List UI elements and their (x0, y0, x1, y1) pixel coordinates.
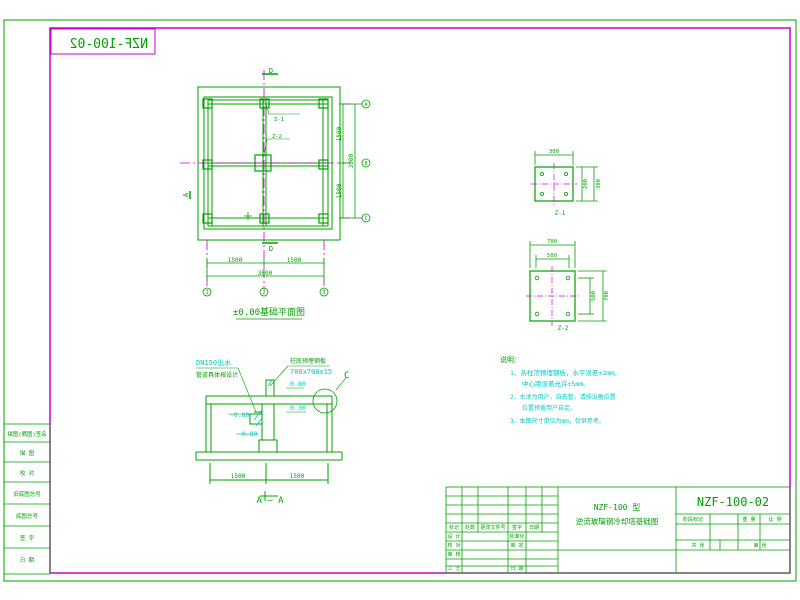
section-dim-left: 1500 (231, 473, 246, 480)
elev-mid: -0.80 (230, 411, 250, 419)
note-2b: 位置预留用户自定。 (522, 404, 576, 412)
axis-b: B (364, 161, 367, 167)
tb-weight-label: 重 量 (742, 516, 755, 523)
dim-3000: 3000 (258, 270, 273, 277)
dim-v2: 1500 (336, 183, 343, 198)
plan-caption: ±0.00基础平面图 (233, 306, 305, 318)
callout-c: C (344, 371, 349, 381)
left-row-2: 描 图 (20, 449, 35, 457)
section-mark-top: D (269, 67, 273, 75)
plan-centerlines (180, 70, 362, 290)
foundation-plan (197, 86, 341, 241)
section-hatch (253, 379, 273, 427)
z1-centerlines (531, 163, 577, 205)
dim-v-total: 3000 (348, 153, 355, 168)
left-row-1: 描图(晒图)签名 (7, 430, 47, 438)
tb-title-line1: NZF-100 型 (594, 503, 641, 512)
tb-stage-label: 阶段标记 (683, 516, 703, 523)
section-dim-right: 1500 (290, 473, 305, 480)
elev-low: -0.80 (238, 430, 258, 438)
left-row-4: 旧底图总号 (13, 490, 41, 498)
tb-m-standard: 标准化 (509, 533, 524, 540)
tb-h-date: 日期 (529, 525, 539, 531)
section-caption: A — A (256, 496, 284, 506)
mirrored-drawing-number: NZF-100-02 (70, 37, 148, 52)
axis-a: A (364, 102, 367, 108)
tb-scale-label: 比 例 (768, 516, 781, 523)
tb-page-label: 第 张 (753, 542, 766, 549)
z1-label: Z-1 (555, 210, 566, 217)
notes: 说明： 1、各柱顶预埋钢板，水平误差±2mm。 中心距误差允许±5mm。 2、水… (500, 355, 621, 425)
left-row-7: 日 期 (20, 557, 35, 564)
dim-1500-left: 1500 (228, 257, 243, 264)
axis-2: 2 (262, 290, 265, 296)
left-row-5: 底图总号 (16, 512, 39, 520)
z1-dim-h: 300 (596, 179, 602, 189)
z2-dim-inner-v: 500 (591, 291, 597, 301)
drawing-border (49, 27, 791, 574)
z1-dim-inner: 200 (583, 179, 589, 189)
notes-heading: 说明： (500, 355, 521, 364)
elev-top: 0.80 (290, 380, 306, 388)
z2-detail (529, 241, 607, 322)
pipe-label: DN150出水 (196, 358, 231, 367)
title-block-grid (445, 486, 791, 574)
axis-1: 1 (205, 290, 208, 296)
z2-label: Z-2 (558, 325, 569, 332)
callout-c-circle (312, 388, 338, 414)
note-3: 3、本图尺寸单位为mm，仅供参考。 (510, 417, 605, 425)
elev-r: 0.30 (290, 404, 306, 412)
left-table (3, 423, 51, 575)
tb-m-approve: 审 定 (510, 542, 523, 549)
plan-leaders (263, 103, 300, 156)
plan-label-z2: Z-2 (272, 134, 282, 140)
tb-h-mark: 标记 (449, 524, 459, 531)
axis-3: 3 (322, 290, 325, 296)
z2-centerlines (526, 266, 579, 326)
left-row-6: 签 字 (20, 534, 35, 542)
outer-frame (3, 19, 797, 582)
section-leaders (196, 365, 347, 435)
section-mark-bottom: D (269, 245, 273, 253)
tb-m-date: 日 期 (510, 566, 523, 572)
section-aa (195, 379, 343, 501)
side-mark: A (182, 192, 190, 197)
pipe-note: 管道具体按设计 (196, 371, 238, 379)
dim-v1: 1500 (336, 126, 343, 141)
note-2a: 2、水池为用户，自去管，请按设备位置 (510, 393, 616, 401)
z1-detail (534, 151, 598, 202)
tb-r-design: 设 计 (447, 533, 460, 540)
tb-h-sign: 签字 (512, 524, 522, 531)
left-row-3: 校 对 (20, 469, 35, 477)
tb-r-process: 工 艺 (447, 566, 460, 572)
dim-1500-right: 1500 (287, 257, 302, 264)
tb-h-docno: 更改文件号 (480, 524, 505, 531)
z1-dim-w: 300 (549, 149, 559, 155)
tb-title-line2: 逆流玻璃钢冷却塔基础图 (576, 516, 659, 526)
tb-h-count: 处数 (465, 524, 475, 531)
tb-sheet-label: 共 张 (691, 542, 704, 549)
plan-dimensions (189, 73, 371, 297)
tb-drawing-number: NZF-100-02 (697, 495, 769, 509)
z2-dim-inner: 500 (547, 253, 557, 259)
mirrored-number-box: NZF-100-02 (50, 28, 156, 55)
tb-r-review: 审 核 (447, 551, 460, 558)
plan-label-z1: Z-1 (274, 117, 284, 123)
z2-dim-h: 700 (604, 291, 610, 301)
tb-r-check: 校 对 (447, 542, 460, 549)
z2-dim-w: 700 (547, 239, 557, 245)
plate-label: 柱底预埋钢板 (290, 357, 326, 365)
plate-size: 700x700x15 (290, 368, 332, 376)
note-1a: 1、各柱顶预埋钢板，水平误差±2mm。 (510, 368, 621, 377)
note-1b: 中心距误差允许±5mm。 (522, 379, 590, 388)
axis-c: C (364, 216, 367, 222)
